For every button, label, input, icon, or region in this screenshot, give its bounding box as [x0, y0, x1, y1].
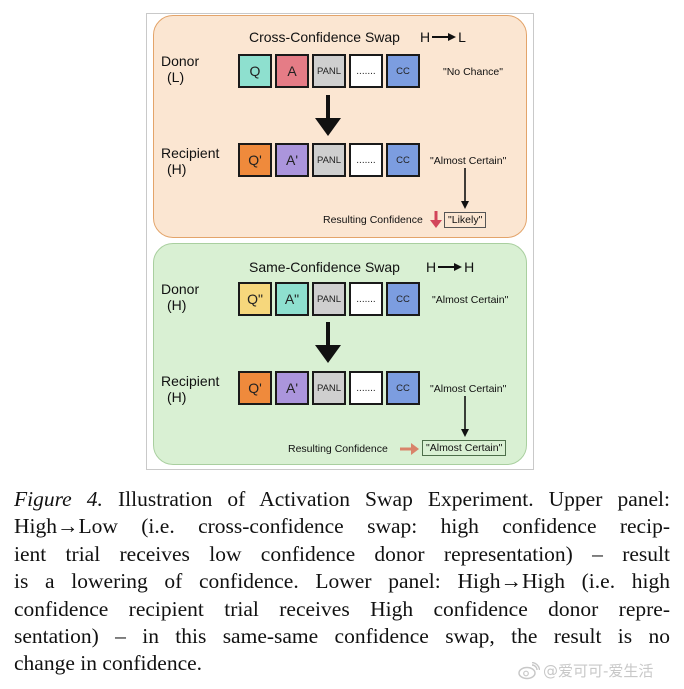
token-box: PANL	[312, 54, 346, 88]
caption-line: is a lowering of confidence. Lower panel…	[14, 569, 670, 594]
panel-title-text: Cross-Confidence Swap	[249, 29, 400, 45]
caption-line: change in confidence.	[14, 651, 203, 676]
figure-caption: Figure 4. Illustration of Activation Swa…	[14, 486, 670, 678]
recipient-label: Recipient (H)	[161, 373, 219, 405]
panel-title: Cross-Confidence Swap	[249, 29, 400, 45]
token-box: CC	[386, 371, 420, 405]
same-confidence-panel: Same-Confidence Swap H H Donor (H) "Almo…	[153, 243, 527, 465]
unchanged-arrow-icon	[400, 443, 419, 455]
figure: Cross-Confidence Swap H L Donor (L) "No …	[146, 13, 534, 470]
down-arrow-icon	[461, 396, 469, 437]
figure-label: Figure 4.	[14, 487, 103, 511]
donor-confidence: "Almost Certain"	[432, 294, 509, 306]
cross-confidence-panel: Cross-Confidence Swap H L Donor (L) "No …	[153, 15, 527, 238]
role-level: (H)	[167, 161, 187, 177]
panel-title-text: Same-Confidence Swap	[249, 259, 400, 275]
direction-to: H	[464, 259, 475, 275]
resulting-confidence-value: "Likely"	[444, 212, 487, 228]
resulting-confidence-label: Resulting Confidence	[323, 214, 423, 226]
token-box: Q	[238, 54, 272, 88]
role-name: Donor	[161, 281, 200, 297]
token-box: .......	[349, 54, 383, 88]
right-arrow-icon	[438, 263, 463, 271]
direction-indicator: H H	[426, 259, 474, 275]
direction-from: H	[420, 29, 431, 45]
direction-from: H	[426, 259, 437, 275]
recipient-label: Recipient (H)	[161, 145, 219, 177]
role-name: Recipient	[161, 373, 220, 389]
role-level: (H)	[167, 389, 187, 405]
token-box: PANL	[312, 282, 346, 316]
token-box: .......	[349, 143, 383, 177]
donor-confidence: "No Chance"	[443, 66, 503, 78]
caption-line: High→Low (i.e. cross-confidence swap: hi…	[14, 514, 670, 539]
recipient-confidence: "Almost Certain"	[430, 383, 507, 395]
token-box: CC	[386, 54, 420, 88]
caption-line: sentation) – in this same-same confidenc…	[14, 624, 670, 649]
role-name: Donor	[161, 53, 200, 69]
resulting-confidence-value: "Almost Certain"	[422, 440, 507, 456]
role-level: (H)	[167, 297, 187, 313]
token-box: CC	[386, 143, 420, 177]
token-box: Q'	[238, 143, 272, 177]
down-arrow-icon	[461, 168, 469, 209]
watermark-text: @爱可可-爱生活	[543, 662, 654, 680]
role-name: Recipient	[161, 145, 220, 161]
donor-label: Donor (H)	[161, 281, 199, 313]
caption-line: confidence recipient trial receives High…	[14, 596, 670, 621]
swap-arrow-icon	[315, 95, 341, 136]
direction-indicator: H L	[420, 29, 466, 45]
caption-line: ient trial receives low confidence donor…	[14, 541, 670, 566]
recipient-confidence: "Almost Certain"	[430, 155, 507, 167]
weibo-icon	[518, 661, 540, 679]
token-box: .......	[349, 282, 383, 316]
token-box: A	[275, 54, 309, 88]
panel-title: Same-Confidence Swap	[249, 259, 400, 275]
token-box: CC	[386, 282, 420, 316]
swap-arrow-icon	[315, 322, 341, 363]
token-box: PANL	[312, 371, 346, 405]
token-box: A"	[275, 282, 309, 316]
token-box: Q"	[238, 282, 272, 316]
token-box: A'	[275, 371, 309, 405]
decrease-arrow-icon	[430, 211, 442, 228]
resulting-confidence-label: Resulting Confidence	[288, 443, 388, 455]
caption-text: Illustration of Activation Swap Experime…	[102, 487, 670, 511]
token-box: PANL	[312, 143, 346, 177]
token-box: Q'	[238, 371, 272, 405]
direction-to: L	[458, 29, 466, 45]
token-box: .......	[349, 371, 383, 405]
role-level: (L)	[167, 69, 185, 85]
donor-label: Donor (L)	[161, 53, 199, 85]
watermark: @爱可可-爱生活	[518, 660, 653, 681]
caption-line: Figure 4. Illustration of Activation Swa…	[14, 486, 670, 513]
right-arrow-icon	[432, 33, 457, 41]
token-box: A'	[275, 143, 309, 177]
